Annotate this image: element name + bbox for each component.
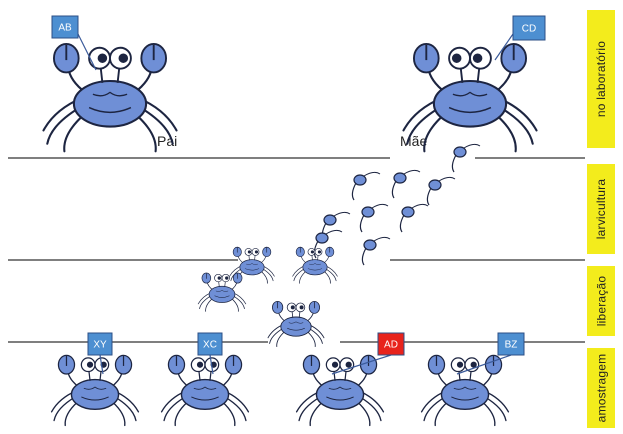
larva-icon (400, 204, 428, 232)
larva-icon (352, 172, 380, 200)
offspring-genotype-tag-3-text: AD (384, 340, 398, 351)
juvenile-crab (198, 273, 246, 311)
juvenile-crab (268, 301, 324, 346)
father-genotype-tag-text: AB (58, 23, 72, 34)
offspring-genotype-tag-4-text: BZ (505, 340, 518, 351)
sampled-crab-3 (297, 355, 384, 425)
larva-icon (362, 237, 390, 265)
larva-icon (392, 170, 420, 198)
sampled-crab-1 (52, 355, 139, 425)
sampled-crab-2 (162, 355, 249, 425)
juvenile-crab (293, 247, 338, 283)
sampled-crab-4 (422, 355, 509, 425)
larva-icon (452, 144, 480, 172)
offspring-genotype-tag-1-text: XY (93, 340, 107, 351)
mother-crab (404, 44, 537, 151)
larva-icon (427, 177, 455, 205)
larva-icon (360, 204, 388, 232)
offspring-genotype-tag-2-text: XC (203, 340, 217, 351)
mother-genotype-tag-text: CD (522, 24, 536, 35)
father-crab (43, 44, 176, 151)
